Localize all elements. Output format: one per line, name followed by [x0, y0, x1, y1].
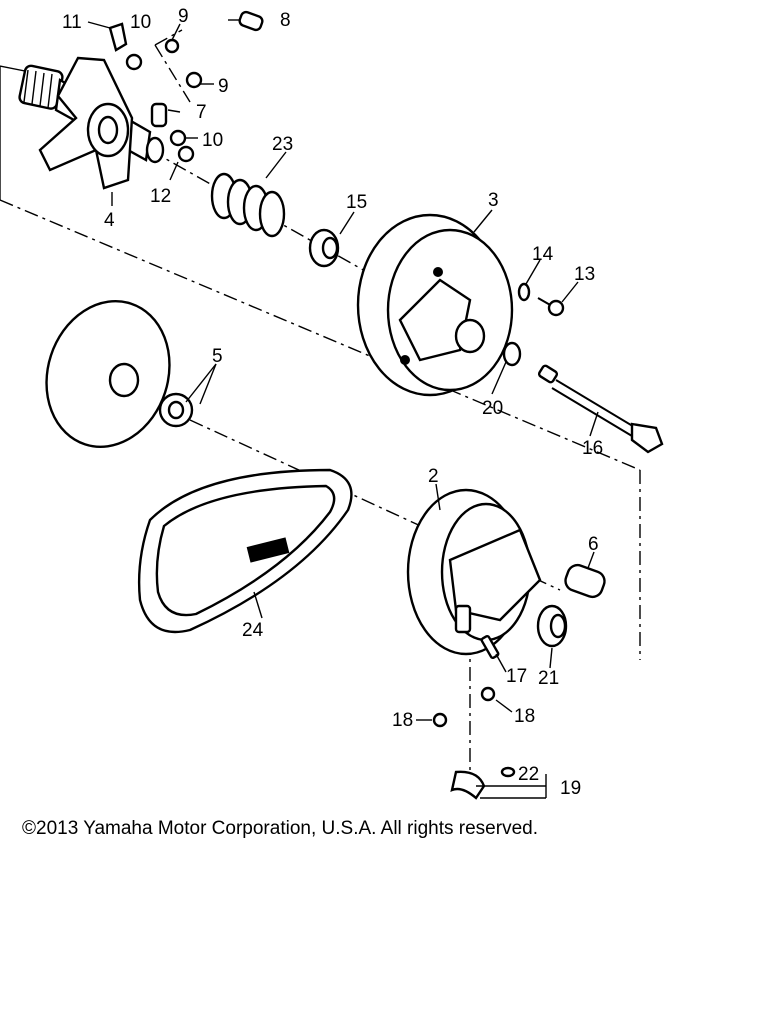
part-20-bushing	[536, 604, 568, 648]
part-16-bushing	[308, 228, 340, 268]
part-23-spring	[210, 172, 286, 238]
label-20: 21	[538, 668, 559, 689]
label-8: 8	[280, 10, 291, 31]
label-18-right: 18	[514, 706, 535, 727]
label-19: 20	[482, 398, 503, 419]
label-22: 22	[518, 764, 539, 785]
part-4-spider-assembly	[18, 56, 165, 190]
label-12: 12	[150, 186, 171, 207]
label-4: 4	[104, 210, 115, 231]
label-21: 19	[560, 778, 581, 799]
label-2: 2	[428, 466, 439, 487]
label-11: 11	[62, 12, 82, 33]
label-10-top: 10	[130, 12, 151, 33]
part-24-belt	[137, 468, 353, 634]
label-9-top: 9	[178, 6, 189, 27]
label-7: 7	[196, 102, 207, 123]
part-13-14-screw-washer	[517, 282, 565, 317]
small-hardware-7-12	[108, 10, 264, 163]
part-6-pin	[564, 563, 606, 599]
label-3: 3	[488, 190, 499, 211]
label-18-left: 18	[392, 710, 413, 731]
part-1-sheave	[45, 300, 194, 448]
part-15-bolt	[537, 364, 664, 454]
callout-labels: 11 10 9 8 9 7 10 12 4 23 15 3 14 13 20 1…	[62, 6, 603, 799]
exploded-parts-diagram: 11 10 9 8 9 7 10 12 4 23 15 3 14 13 20 1…	[0, 6, 664, 800]
part-19-washer	[502, 341, 522, 367]
label-9-mid: 9	[218, 76, 229, 97]
label-17: 17	[506, 666, 527, 687]
parts-17-22-hardware	[432, 635, 516, 800]
copyright-notice: ©2013 Yamaha Motor Corporation, U.S.A. A…	[22, 818, 538, 839]
label-5: 5	[212, 346, 223, 367]
label-6: 6	[588, 534, 599, 555]
label-16: 15	[346, 192, 367, 213]
label-13: 13	[574, 264, 595, 285]
label-10-mid: 10	[202, 130, 223, 151]
label-23: 23	[272, 134, 293, 155]
leader-lines	[87, 19, 599, 799]
label-15: 16	[582, 438, 603, 459]
part-3-cover	[356, 213, 514, 397]
label-24: 24	[242, 620, 264, 641]
part-2-fixed-sheave	[406, 488, 542, 656]
label-14: 14	[532, 244, 554, 265]
